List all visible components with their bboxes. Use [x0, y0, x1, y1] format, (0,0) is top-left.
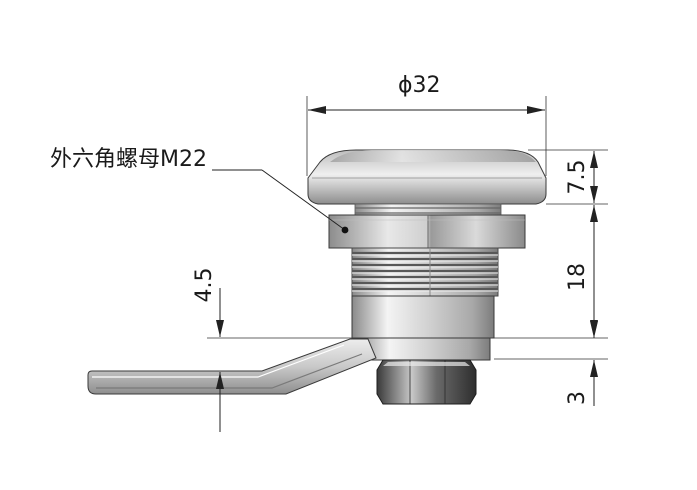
dim-thread-length: [590, 205, 598, 337]
nut-callout-label: 外六角螺母M22: [50, 147, 207, 172]
hex-nut: [328, 214, 526, 249]
dim-diameter-text: ϕ32: [398, 73, 441, 98]
dim-diameter: [306, 96, 547, 176]
nut-callout: [212, 169, 349, 234]
dim-cap-height-text: 7.5: [565, 160, 590, 195]
dim-thread-length-text: 18: [565, 263, 590, 291]
dim-cam-offset: [207, 288, 352, 432]
dim-cap-height: [590, 151, 598, 203]
lock-shank: [351, 295, 495, 339]
lock-body: [87, 149, 547, 405]
lower-thread: [351, 247, 499, 297]
bottom-hex-nut: [376, 359, 477, 405]
upper-thread: [354, 203, 502, 217]
dim-nut-thickness: [590, 321, 598, 406]
dim-cam-offset-text: 4.5: [192, 268, 217, 303]
dim-nut-thickness-text: 3: [565, 391, 590, 405]
cam-washer: [355, 337, 491, 361]
right-extension-lines: [494, 149, 608, 360]
lock-cap: [307, 149, 547, 205]
cam-arm: [87, 338, 377, 395]
